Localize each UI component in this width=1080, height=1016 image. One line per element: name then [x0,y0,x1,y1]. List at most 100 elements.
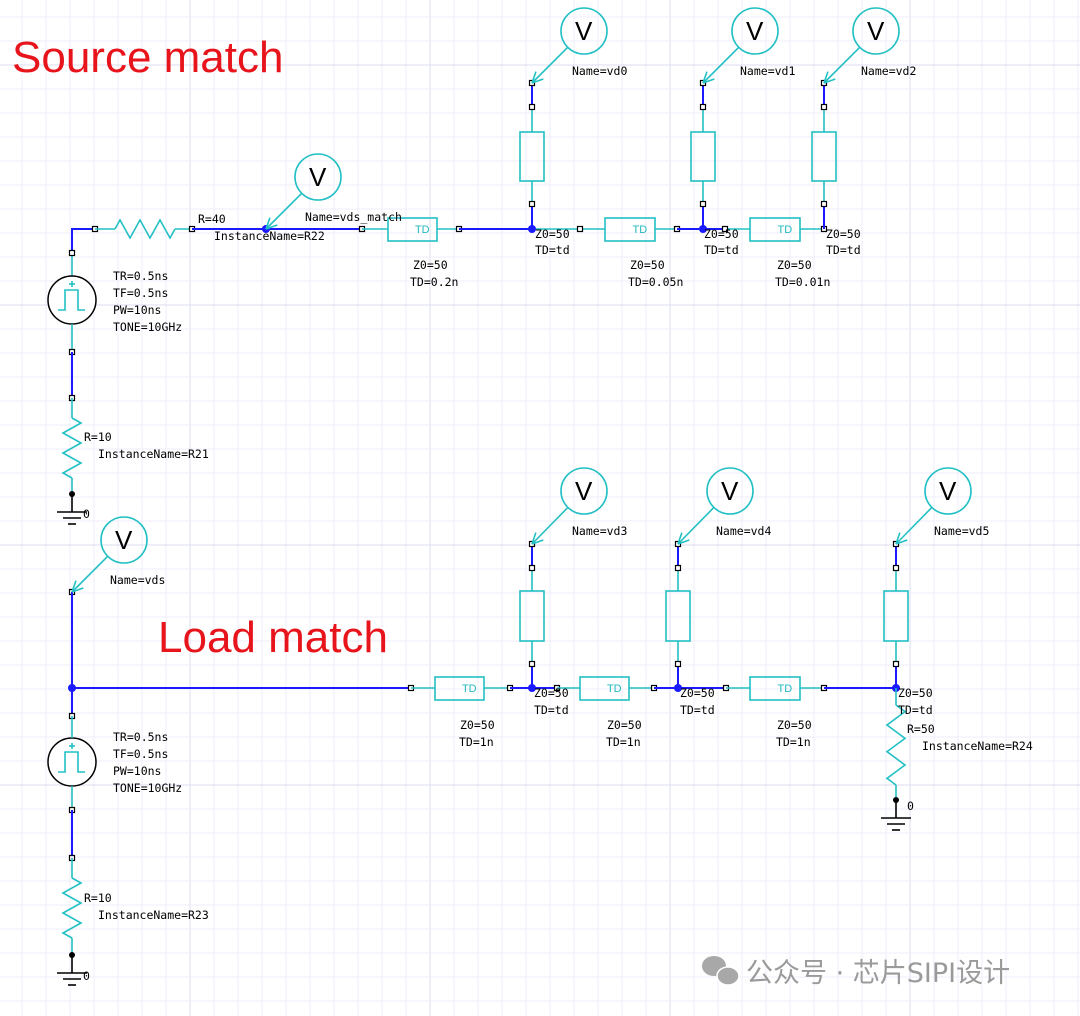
probe-arrow [895,506,933,545]
source-match-title: Source match [12,33,283,82]
src1-param: PW=10ns [113,303,161,317]
probe-v-icon: V [115,525,133,555]
voltage-probe[interactable]: V [71,516,148,593]
voltage-probe[interactable]: V [677,467,754,545]
stub-z0: Z0=50 [680,686,715,700]
pin-marker[interactable] [699,103,707,111]
probe-v-icon: V [867,16,885,46]
pin-marker[interactable] [892,660,900,668]
ground-icon [57,955,87,986]
stub-line-body[interactable] [519,131,545,182]
r21-value: R=10 [84,430,112,444]
probe-v-icon: V [309,162,327,192]
pin-marker[interactable] [892,564,900,572]
pulse-source[interactable] [47,737,97,787]
pin-marker[interactable] [528,564,536,572]
tline-body[interactable] [749,217,801,242]
pulse-waveform-icon [58,289,85,311]
probe-circle [706,467,754,515]
probe-arrowhead [895,539,908,545]
ground-icon [57,494,87,525]
tline-td: TD=1n [776,735,811,749]
probe-arrow [677,506,715,545]
src2-param: TONE=10GHz [113,781,182,795]
transmission-line[interactable]: TD [604,217,656,242]
pin-marker[interactable] [528,660,536,668]
voltage-probe[interactable]: V [702,7,779,84]
probe-arrowhead [265,224,278,230]
probe-arrowhead [677,532,683,545]
pulse-source[interactable] [47,275,97,325]
junction-dot [528,684,536,692]
voltage-probe[interactable]: V [531,7,608,84]
pin-marker[interactable] [721,225,729,233]
tline-td: TD=1n [606,735,641,749]
tline-z0: Z0=50 [630,258,665,272]
stub-line-body[interactable] [690,131,716,182]
voltage-probe[interactable]: V [531,467,608,545]
probe-circle [294,153,342,201]
probe-arrowhead [677,539,690,545]
resistor[interactable] [114,218,176,240]
ground-label: 0 [83,969,90,983]
probe-circle [560,7,608,55]
src2-param: TF=0.5ns [113,747,168,761]
resistor[interactable] [885,704,907,786]
junction-dot [528,225,536,233]
tline-td: TD=0.01n [775,275,830,289]
pin-marker[interactable] [674,564,682,572]
pin-marker[interactable] [674,660,682,668]
tline-label: TD [778,683,793,695]
tline-body[interactable] [604,217,656,242]
r23-instance: InstanceName=R23 [98,908,209,922]
tline-z0: Z0=50 [460,718,495,732]
probe-arrowhead [702,78,715,84]
r24-value: R=50 [907,722,935,736]
ground-icon [881,800,911,831]
pin-marker[interactable] [820,103,828,111]
pin-marker[interactable] [699,200,707,208]
stub-line-body[interactable] [811,131,837,182]
probe-v-icon: V [575,476,593,506]
pin-marker[interactable] [576,225,584,233]
tline-z0: Z0=50 [777,258,812,272]
stub-td: TD=td [826,243,861,257]
voltage-probe[interactable]: V [823,7,900,84]
tline-td: TD=1n [459,735,494,749]
transmission-line[interactable]: TD [749,217,801,242]
stub-line-body[interactable] [883,590,909,642]
probe-arrow [265,192,303,230]
probe-circle [852,7,900,55]
resistor[interactable] [61,877,83,939]
tline-label: TD [778,224,793,236]
pin-marker[interactable] [68,249,76,257]
probe-arrow [71,555,109,593]
probe-vd0-name: Name=vd0 [572,64,627,78]
pin-marker[interactable] [528,200,536,208]
src1-param: TR=0.5ns [113,269,168,283]
stub-z0: Z0=50 [534,686,569,700]
tline-label: TD [633,224,648,236]
load-match-title: Load match [158,613,388,662]
probe-arrow [702,46,740,84]
r22-value: R=40 [198,212,226,226]
probe-v-icon: V [575,16,593,46]
probe-arrowhead [895,532,901,545]
tline-label: TD [415,224,430,236]
probe-v-icon: V [939,476,957,506]
pin-marker[interactable] [528,103,536,111]
probe-arrowhead [71,587,84,593]
wire[interactable] [71,228,95,253]
stub-line-body[interactable] [519,590,545,642]
r21-instance: InstanceName=R21 [98,447,209,461]
resistor[interactable] [61,417,83,479]
pin-marker[interactable] [820,200,828,208]
voltage-probe[interactable]: V [265,153,342,230]
probe-vds-name: Name=vds [110,573,165,587]
voltage-probe[interactable]: V [895,467,972,545]
tline-td: TD=0.05n [628,275,683,289]
tline-label: TD [607,683,622,695]
